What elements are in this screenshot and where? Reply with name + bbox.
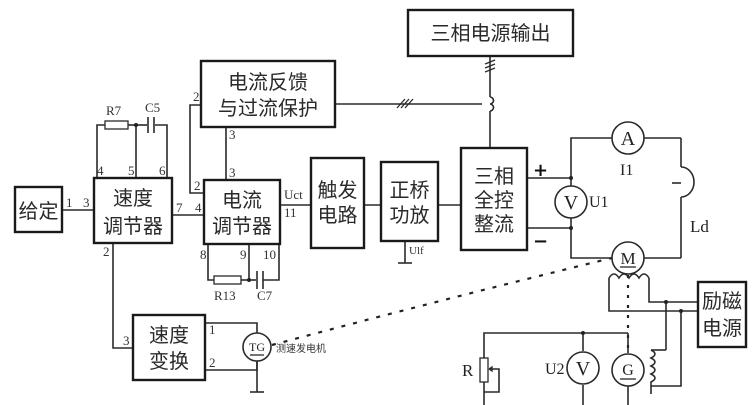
block-current-regulator: 电流 调节器 [202, 178, 282, 246]
svg-text:电流反馈: 电流反馈 [228, 70, 308, 94]
svg-text:电源: 电源 [702, 316, 742, 340]
svg-text:4: 4 [97, 163, 104, 178]
svg-text:4: 4 [195, 200, 202, 215]
svg-text:励磁: 励磁 [702, 289, 742, 313]
svg-text:A: A [621, 128, 636, 150]
svg-text:3: 3 [229, 165, 236, 180]
block-trigger: 触发 电路 [309, 156, 366, 250]
svg-text:11: 11 [284, 205, 297, 220]
svg-text:功放: 功放 [390, 203, 430, 227]
tachogenerator-label: 测速发电机 [276, 342, 326, 355]
svg-text:2: 2 [193, 89, 200, 104]
svg-text:G: G [622, 362, 634, 379]
svg-text:整流: 整流 [474, 212, 514, 236]
svg-text:9: 9 [240, 247, 247, 262]
svg-text:1: 1 [209, 322, 216, 337]
uct-label: Uct [284, 187, 303, 202]
r7-label: R7 [106, 103, 122, 118]
block-power-output: 三相电源输出 [406, 8, 575, 58]
svg-text:V: V [564, 192, 579, 214]
c5-label: C5 [145, 100, 160, 115]
svg-text:V: V [576, 358, 591, 380]
block-speed-regulator: 速度 调节器 [92, 176, 174, 245]
ld-label: Ld [690, 217, 709, 236]
svg-text:全控: 全控 [474, 188, 514, 212]
svg-text:与过流保护: 与过流保护 [218, 96, 318, 120]
svg-text:6: 6 [159, 163, 166, 178]
svg-text:8: 8 [200, 247, 207, 262]
svg-text:3: 3 [229, 127, 236, 142]
c5-capacitor [147, 117, 155, 133]
ulf-label: Ulf [409, 245, 424, 257]
svg-text:M: M [620, 249, 635, 268]
r13-resistor [213, 275, 242, 285]
svg-text:给定: 给定 [19, 199, 59, 223]
svg-text:3: 3 [123, 333, 130, 348]
svg-text:5: 5 [128, 163, 135, 178]
junction-dots [134, 123, 683, 335]
generator-g: G [611, 353, 645, 387]
i1-label: I1 [620, 162, 633, 179]
u1-label: U1 [589, 194, 609, 211]
svg-text:变换: 变换 [149, 349, 189, 373]
block-current-feedback: 电流反馈 与过流保护 [199, 59, 337, 129]
block-rectifier: 三相 全控 整流 [459, 146, 529, 252]
svg-text:2: 2 [103, 244, 110, 259]
rheostat-label: R [462, 361, 474, 380]
ammeter: A [611, 121, 645, 155]
svg-text:正桥: 正桥 [390, 178, 430, 202]
three-phase-marks [396, 59, 496, 109]
r13-label: R13 [214, 288, 236, 303]
inductor-ld [672, 166, 695, 198]
block-speed-convert: 速度 变换 [131, 313, 207, 382]
voltmeter-u2: V [566, 351, 600, 385]
svg-text:速度: 速度 [113, 186, 153, 210]
svg-text:三相: 三相 [474, 164, 514, 188]
svg-text:速度: 速度 [149, 323, 189, 347]
motor-m: M [611, 241, 645, 275]
voltmeter-u1: V [554, 185, 588, 219]
plus-sign: + [533, 160, 548, 181]
block-amplifier: 正桥 功放 [379, 160, 440, 243]
svg-text:调节器: 调节器 [212, 214, 272, 238]
svg-text:3: 3 [83, 195, 90, 210]
svg-text:2: 2 [209, 355, 216, 370]
svg-text:1: 1 [66, 195, 73, 210]
wires [62, 56, 698, 405]
svg-text:电路: 电路 [318, 203, 358, 227]
generator-field-coil [649, 349, 656, 394]
svg-text:TG: TG [249, 340, 265, 354]
rheostat [479, 357, 493, 383]
tachogenerator-tg: TG [242, 332, 272, 362]
svg-text:2: 2 [194, 178, 201, 193]
u2-label: U2 [545, 361, 565, 378]
c7-capacitor [256, 271, 264, 289]
pin-numbers: 1 3 4 5 6 7 2 2 3 3 2 4 11 8 9 10 3 1 2 [66, 89, 297, 370]
svg-text:10: 10 [263, 247, 276, 262]
svg-text:三相电源输出: 三相电源输出 [431, 21, 551, 45]
svg-text:触发: 触发 [318, 178, 358, 202]
minus-sign: − [533, 231, 548, 252]
c7-label: C7 [257, 288, 273, 303]
block-excitation: 励磁 电源 [696, 280, 748, 349]
svg-text:调节器: 调节器 [103, 214, 163, 238]
svg-text:电流: 电流 [222, 188, 262, 212]
motor-field-coil [608, 273, 650, 280]
mechanical-coupling [271, 256, 630, 352]
svg-text:7: 7 [176, 200, 183, 215]
r7-resistor [104, 120, 129, 130]
block-given: 给定 [13, 185, 64, 234]
